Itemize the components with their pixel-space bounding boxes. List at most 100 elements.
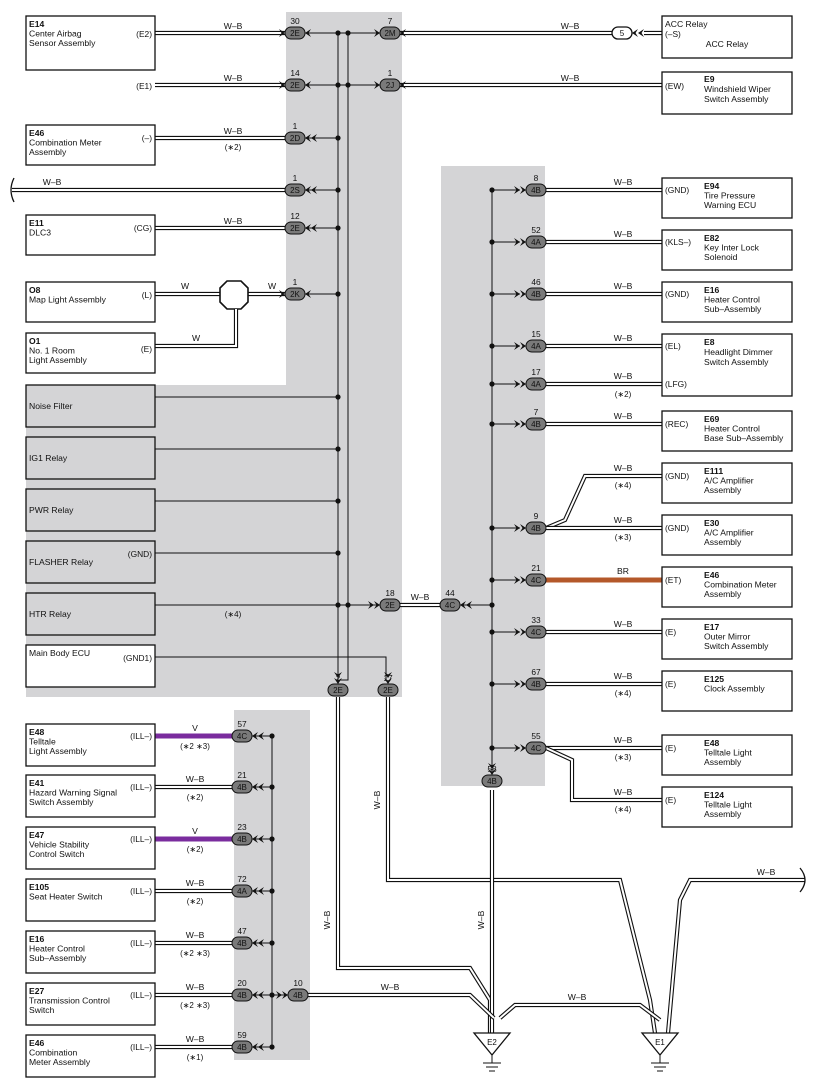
wire-color: W–B	[614, 463, 633, 473]
connector-number: 1	[293, 173, 298, 183]
arrow	[384, 672, 392, 678]
connector-id: 4A	[531, 238, 541, 247]
note: (∗2)	[615, 390, 632, 399]
wire-color: W–B	[224, 73, 243, 83]
component-name: Heater Control	[29, 944, 85, 954]
junction-dot	[269, 940, 275, 946]
component-box	[25, 15, 156, 71]
component-box	[25, 982, 156, 1026]
component-name: Assembly	[704, 589, 742, 599]
wire-color: W–B	[186, 878, 205, 888]
component-code: E69	[704, 414, 720, 424]
connector-id: 4B	[293, 991, 303, 1000]
arrow	[514, 342, 520, 350]
wire-color: V	[192, 826, 198, 836]
note: (∗4)	[615, 481, 632, 490]
arrow	[311, 224, 317, 232]
component-code: E48	[704, 738, 720, 748]
pin-label: (GND)	[665, 185, 689, 195]
pin-label: (GND)	[128, 549, 152, 559]
component-name: Transmission Control	[29, 996, 110, 1006]
component-name: Solenoid	[704, 252, 738, 262]
pin-label: (KLS–)	[665, 237, 691, 247]
arrow	[460, 601, 466, 609]
connector-id: 4B	[531, 186, 541, 195]
arrow	[520, 744, 526, 752]
wire-color: W–B	[757, 867, 776, 877]
component-name: Sub–Assembly	[29, 953, 87, 963]
component-box	[25, 281, 156, 323]
component-name: Assembly	[704, 485, 742, 495]
connector-number: 2	[336, 673, 341, 683]
wire-color: W–B	[372, 790, 382, 809]
connector-number: 46	[531, 277, 541, 287]
component-name: Center Airbag	[29, 29, 82, 39]
wire-color: W–B	[614, 229, 633, 239]
wire-color: W–B	[322, 910, 332, 929]
component-name: Telltale Light	[704, 800, 752, 810]
component-name: Tire Pressure	[704, 191, 755, 201]
wire-core	[545, 475, 662, 529]
wire	[665, 877, 805, 1034]
junction-dot	[269, 1044, 275, 1050]
pin-label: (EL)	[665, 341, 681, 351]
arrow	[514, 680, 520, 688]
wire-color: W–B	[614, 787, 633, 797]
connector-number: 58	[487, 764, 497, 774]
junction-dot	[489, 577, 495, 583]
connector-number: 67	[531, 667, 541, 677]
connector-number: 9	[534, 511, 539, 521]
connector-number: 44	[445, 588, 455, 598]
wire-color: W	[181, 281, 190, 291]
connector-number: 59	[237, 1030, 247, 1040]
wire-color: W–B	[186, 930, 205, 940]
arrow	[514, 628, 520, 636]
pin-label: (ILL–)	[130, 938, 152, 948]
connector-number: 57	[237, 719, 247, 729]
junction-dot	[335, 82, 341, 88]
connector-id: 4C	[237, 732, 247, 741]
wire-color: W–B	[561, 73, 580, 83]
component-code: E94	[704, 181, 720, 191]
component-name: Switch Assembly	[29, 797, 94, 807]
component-name: Heater Control	[704, 295, 760, 305]
connector-id: 2E	[333, 686, 343, 695]
component-box	[25, 774, 156, 818]
component-box	[25, 124, 156, 166]
component-name: ACC Relay	[706, 39, 749, 49]
connector-number: 52	[531, 225, 541, 235]
arrow	[374, 29, 380, 37]
arrow	[514, 238, 520, 246]
arrow	[520, 290, 526, 298]
arrow	[514, 744, 520, 752]
arrow	[368, 601, 374, 609]
arrow	[638, 29, 644, 37]
connector-id: 4B	[237, 991, 247, 1000]
arrow	[632, 29, 638, 37]
pin-label: (ILL–)	[130, 990, 152, 1000]
junction-dot	[489, 681, 495, 687]
component-name: Switch Assembly	[704, 94, 769, 104]
component-name: ACC Relay	[665, 19, 708, 29]
note: (∗2)	[187, 793, 204, 802]
ground-label: E1	[655, 1038, 665, 1047]
component-code: E124	[704, 790, 724, 800]
pin-label: (E1)	[136, 81, 152, 91]
component-name: Switch Assembly	[704, 357, 769, 367]
arrow	[252, 939, 258, 947]
component-code: E47	[29, 830, 45, 840]
arrow	[252, 887, 258, 895]
arrow	[258, 1043, 264, 1051]
pin-label: (ET)	[665, 575, 681, 585]
wire-core	[387, 697, 656, 1034]
wire-core	[308, 994, 495, 1019]
connector-id: 4B	[237, 783, 247, 792]
component-box	[661, 281, 793, 323]
arrow	[466, 601, 472, 609]
component-name: Assembly	[29, 147, 67, 157]
component-name: FLASHER Relay	[29, 557, 94, 567]
connector-id: 4C	[531, 628, 541, 637]
component-code: E105	[29, 882, 49, 892]
note: (∗3)	[615, 533, 632, 542]
